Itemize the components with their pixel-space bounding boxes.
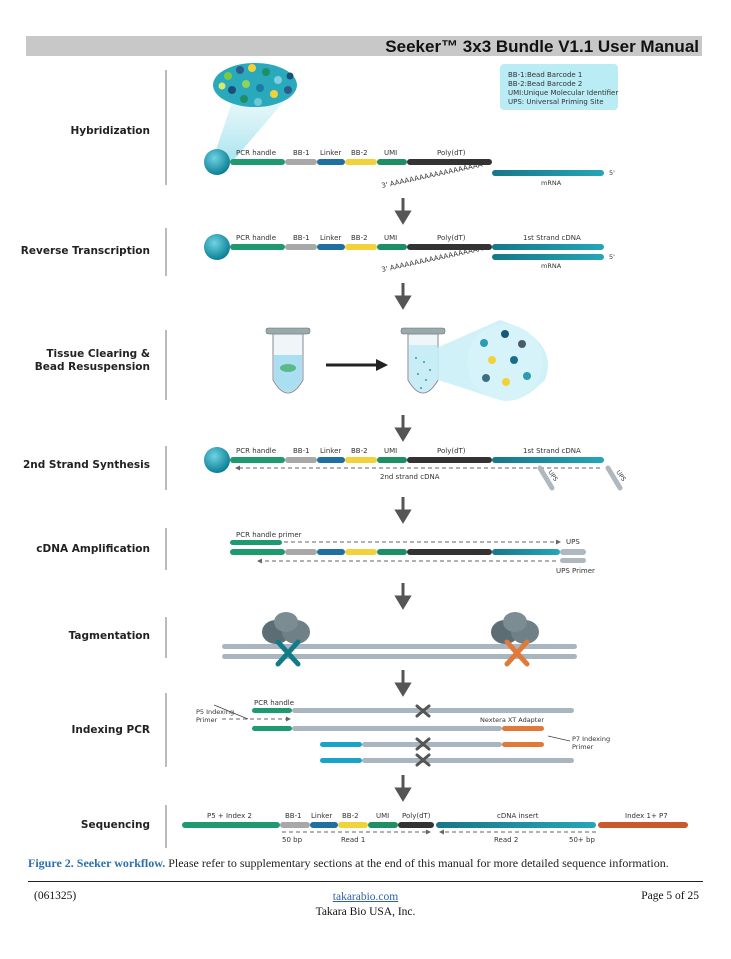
figure-caption-lead: Figure 2. Seeker workflow. (28, 856, 166, 870)
reverse-transcription-diagram: PCR handle BB-1 Linker BB-2 UMI Poly(dT)… (204, 234, 615, 274)
legend-line-4: UPS: Universal Priming Site (508, 98, 604, 106)
footer-center: takarabio.com Takara Bio USA, Inc. (0, 890, 731, 920)
workflow-diagram: BB-1:Bead Barcode 1 BB-2:Bead Barcode 2 … (165, 63, 688, 848)
svg-text:PCR handle primer: PCR handle primer (236, 531, 302, 539)
indexing-pcr-diagram: PCR handle P5 Indexing Primer Nextera XT… (196, 699, 610, 767)
svg-text:Linker: Linker (320, 149, 341, 157)
document-code: (061325) (34, 890, 77, 902)
second-strand-diagram: PCR handle BB-1 Linker BB-2 UMI Poly(dT)… (204, 447, 627, 491)
svg-text:Poly(dT): Poly(dT) (437, 447, 466, 455)
company-name: Takara Bio USA, Inc. (315, 906, 416, 918)
tagmentation-diagram (222, 612, 577, 667)
svg-text:BB-1: BB-1 (293, 447, 310, 455)
svg-text:50+ bp: 50+ bp (569, 836, 595, 844)
svg-text:cDNA insert: cDNA insert (497, 812, 539, 820)
svg-text:PCR handle: PCR handle (236, 447, 276, 455)
svg-text:UPS Primer: UPS Primer (556, 567, 595, 575)
footer-rule (28, 881, 703, 882)
svg-text:P7 Indexing: P7 Indexing (572, 735, 610, 743)
svg-text:Linker: Linker (311, 812, 332, 820)
svg-text:Poly(dT): Poly(dT) (437, 234, 466, 242)
takarabio-link[interactable]: takarabio.com (332, 891, 399, 903)
svg-text:P5 Indexing: P5 Indexing (196, 708, 234, 716)
svg-text:Primer: Primer (572, 743, 594, 751)
svg-text:BB-1: BB-1 (293, 234, 310, 242)
svg-text:Read 1: Read 1 (341, 836, 365, 844)
svg-text:Primer: Primer (196, 716, 218, 724)
svg-text:Nextera XT Adapter: Nextera XT Adapter (480, 716, 544, 724)
sequencing-diagram: P5 + Index 2 BB-1 Linker BB-2 UMI Poly(d… (182, 812, 688, 844)
svg-text:UMI: UMI (384, 447, 397, 455)
stage-label-tagmentation: Tagmentation (68, 630, 150, 642)
legend-line-2: BB-2:Bead Barcode 2 (508, 80, 582, 88)
svg-text:PCR handle: PCR handle (236, 149, 276, 157)
page-number: Page 5 of 25 (641, 890, 699, 902)
svg-text:2nd strand cDNA: 2nd strand cDNA (380, 473, 440, 481)
svg-text:UMI: UMI (376, 812, 389, 820)
svg-text:UPS: UPS (566, 538, 580, 546)
svg-text:BB-2: BB-2 (351, 234, 368, 242)
svg-text:mRNA: mRNA (541, 179, 562, 187)
svg-text:5': 5' (609, 169, 615, 177)
stage-label-second-strand: 2nd Strand Synthesis (22, 459, 150, 471)
bead-cluster (213, 63, 297, 107)
svg-text:50 bp: 50 bp (282, 836, 303, 844)
svg-text:Poly(dT): Poly(dT) (402, 812, 431, 820)
figure-caption: Figure 2. Seeker workflow. Please refer … (28, 856, 669, 871)
svg-text:1st Strand cDNA: 1st Strand cDNA (523, 447, 581, 455)
stage-label-cdna-amplification: cDNA Amplification (36, 543, 150, 555)
svg-text:Linker: Linker (320, 447, 341, 455)
svg-text:Read 2: Read 2 (494, 836, 518, 844)
svg-text:Index 1+ P7: Index 1+ P7 (625, 812, 668, 820)
stage-label-sequencing: Sequencing (80, 819, 150, 831)
legend-line-1: BB-1:Bead Barcode 1 (508, 71, 582, 79)
stage-label-reverse-transcription: Reverse Transcription (20, 245, 150, 257)
cdna-amplification-diagram: PCR handle primer UPS UPS Primer (230, 531, 595, 575)
stage-label-line-1: Tissue Clearing & (46, 348, 150, 360)
svg-text:UMI: UMI (384, 149, 397, 157)
tissue-clearing-diagram (265, 320, 548, 401)
stage-label-tissue-clearing: Tissue Clearing & Bead Resuspension (16, 348, 150, 374)
stage-label-line-2: Bead Resuspension (34, 361, 150, 373)
svg-text:PCR handle: PCR handle (254, 699, 294, 707)
svg-text:Linker: Linker (320, 234, 341, 242)
legend-line-3: UMI:Unique Molecular Identifier (508, 89, 618, 97)
svg-text:BB-2: BB-2 (351, 447, 368, 455)
header-bar (26, 36, 702, 56)
svg-text:P5 + Index 2: P5 + Index 2 (207, 812, 252, 820)
svg-text:BB-1: BB-1 (293, 149, 310, 157)
svg-text:PCR handle: PCR handle (236, 234, 276, 242)
svg-text:Poly(dT): Poly(dT) (437, 149, 466, 157)
svg-text:UMI: UMI (384, 234, 397, 242)
svg-text:5': 5' (609, 253, 615, 261)
page-title: Seeker™ 3x3 Bundle V1.1 User Manual (385, 37, 699, 56)
stage-label-indexing-pcr: Indexing PCR (71, 724, 150, 736)
stage-label-hybridization: Hybridization (70, 125, 150, 137)
legend-box: BB-1:Bead Barcode 1 BB-2:Bead Barcode 2 … (500, 64, 618, 110)
svg-text:mRNA: mRNA (541, 262, 562, 270)
svg-text:1st Strand cDNA: 1st Strand cDNA (523, 234, 581, 242)
svg-text:BB-1: BB-1 (285, 812, 302, 820)
figure-caption-text: Please refer to supplementary sections a… (165, 856, 669, 870)
svg-text:BB-2: BB-2 (351, 149, 368, 157)
svg-text:3' AAAAAAAAAAAAAAAAAAA: 3' AAAAAAAAAAAAAAAAAAA (381, 161, 484, 190)
svg-text:BB-2: BB-2 (342, 812, 359, 820)
